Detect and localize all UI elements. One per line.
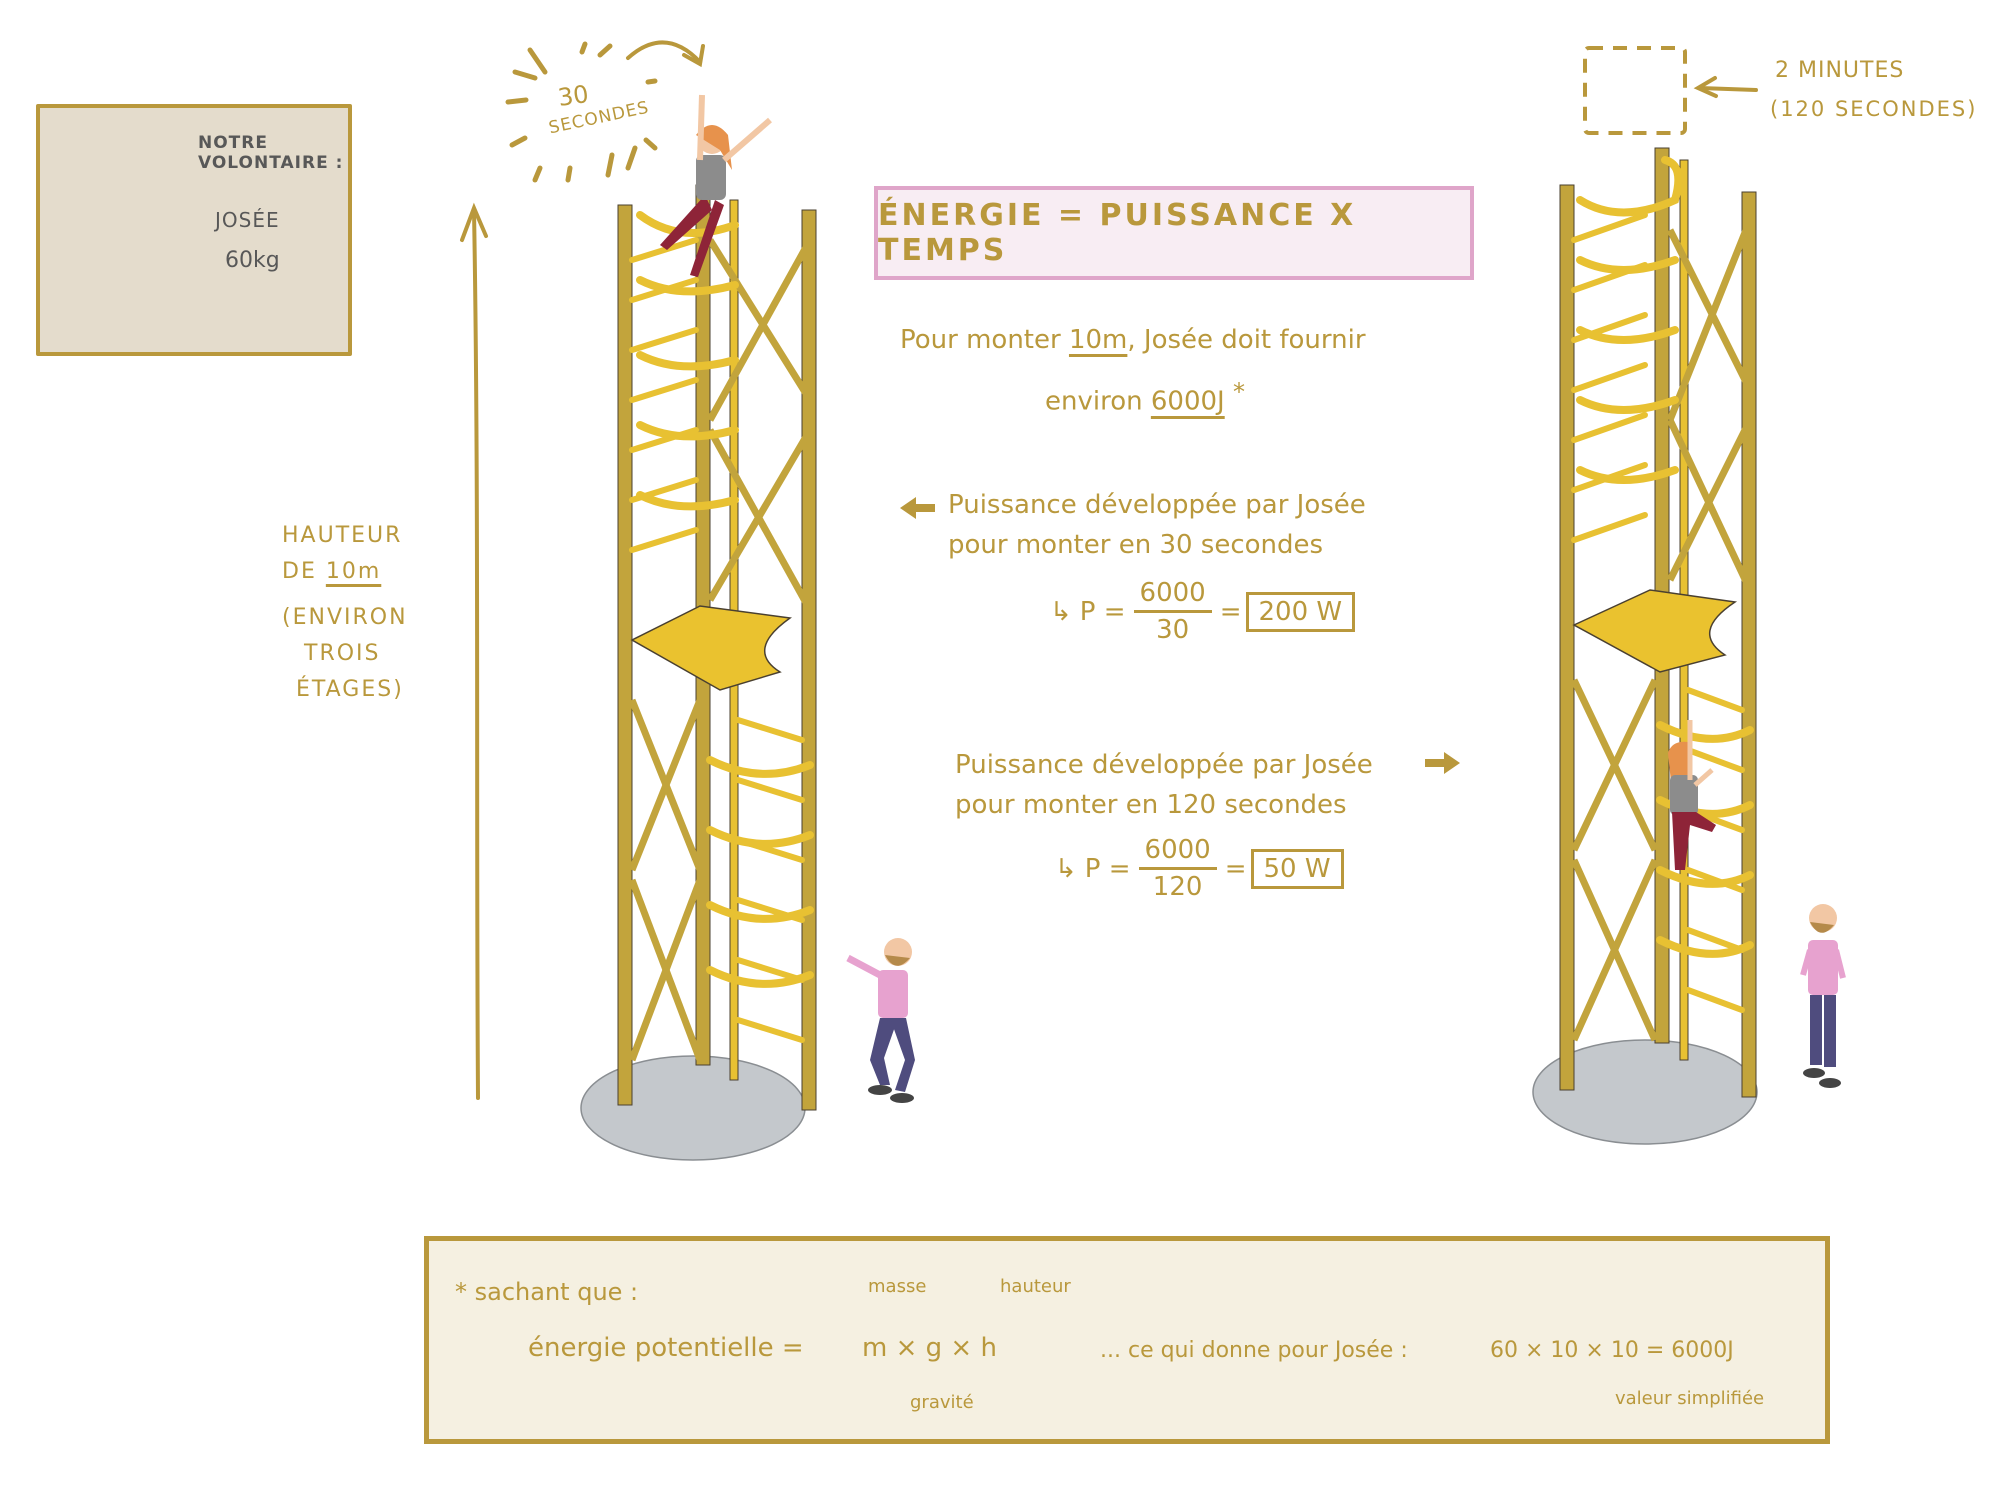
power-fast-line2: pour monter en 30 secondes [948,530,1324,560]
right-timer-line2: (120 SECONDES) [1770,97,1978,121]
power-fast-result: 200 W [1245,591,1356,632]
power-fast-line1: Puissance développée par Josée [948,490,1366,520]
formula-text: ÉNERGIE = PUISSANCE X TEMPS [878,198,1357,268]
height-value: 10m [325,559,382,584]
curved-arrow-icon [626,40,705,68]
arrow-left-icon [1693,76,1758,98]
volunteer-name: JOSÉE [215,208,280,232]
burst-lines-icon [505,41,658,183]
energy-statement-line2: environ 6000J * [1045,378,1245,417]
josee-celebrating [660,94,772,277]
power-slow-line2: pour monter en 120 secondes [955,790,1347,820]
volunteer-card: NOTRE VOLONTAIRE : JOSÉE 60kg [36,104,352,356]
arrow-right-slow-icon [1425,752,1460,774]
volunteer-title: NOTRE VOLONTAIRE : [198,133,344,173]
height-label-line2: DE 10m [282,559,382,584]
footnote-result: 60 × 10 × 10 = 6000J [1490,1338,1734,1363]
right-tower [1532,147,1758,1145]
height-label-line1: HAUTEUR [282,523,403,548]
energy-statement-line1: Pour monter 10m, Josée doit fournir [900,325,1366,355]
man-cheering [846,938,915,1103]
height-label-line3: (ENVIRON [282,605,408,630]
volunteer-mass: 60kg [225,248,280,273]
height-label-line5: ÉTAGES) [296,677,404,702]
formula-box: ÉNERGIE = PUISSANCE X TEMPS [874,186,1474,280]
footnote-note: valeur simplifiée [1615,1388,1765,1409]
footnote-formula-label: énergie potentielle = [528,1333,804,1363]
footnote-formula: m × g × h [862,1333,997,1363]
left-timer-value: 30 [556,80,591,112]
footnote-intro: * sachant que : [455,1278,639,1306]
label-height: hauteur [1000,1276,1071,1297]
footnote-result-prefix: ... ce qui donne pour Josée : [1100,1338,1408,1363]
man-watching [1800,904,1846,1088]
josee-climbing [1668,720,1716,870]
energy-height: 10m [1068,325,1128,355]
height-label: HAUTEUR DE 10m (ENVIRON TROIS ÉTAGES) [282,518,408,708]
power-slow-line1: Puissance développée par Josée [955,750,1373,780]
label-gravity: gravité [910,1392,974,1413]
energy-value: 6000J [1150,386,1225,417]
asterisk: * [1232,378,1245,406]
left-tower [580,94,817,1161]
dashed-target-box [1583,46,1687,135]
right-timer-line1: 2 MINUTES [1775,58,1905,83]
footnote-box [424,1236,1830,1444]
label-mass: masse [868,1276,927,1297]
power-slow-result: 50 W [1250,848,1344,889]
height-arrow-icon [460,202,488,1100]
arrow-left-fast-icon [900,497,935,519]
height-label-line4: TROIS [304,641,381,666]
